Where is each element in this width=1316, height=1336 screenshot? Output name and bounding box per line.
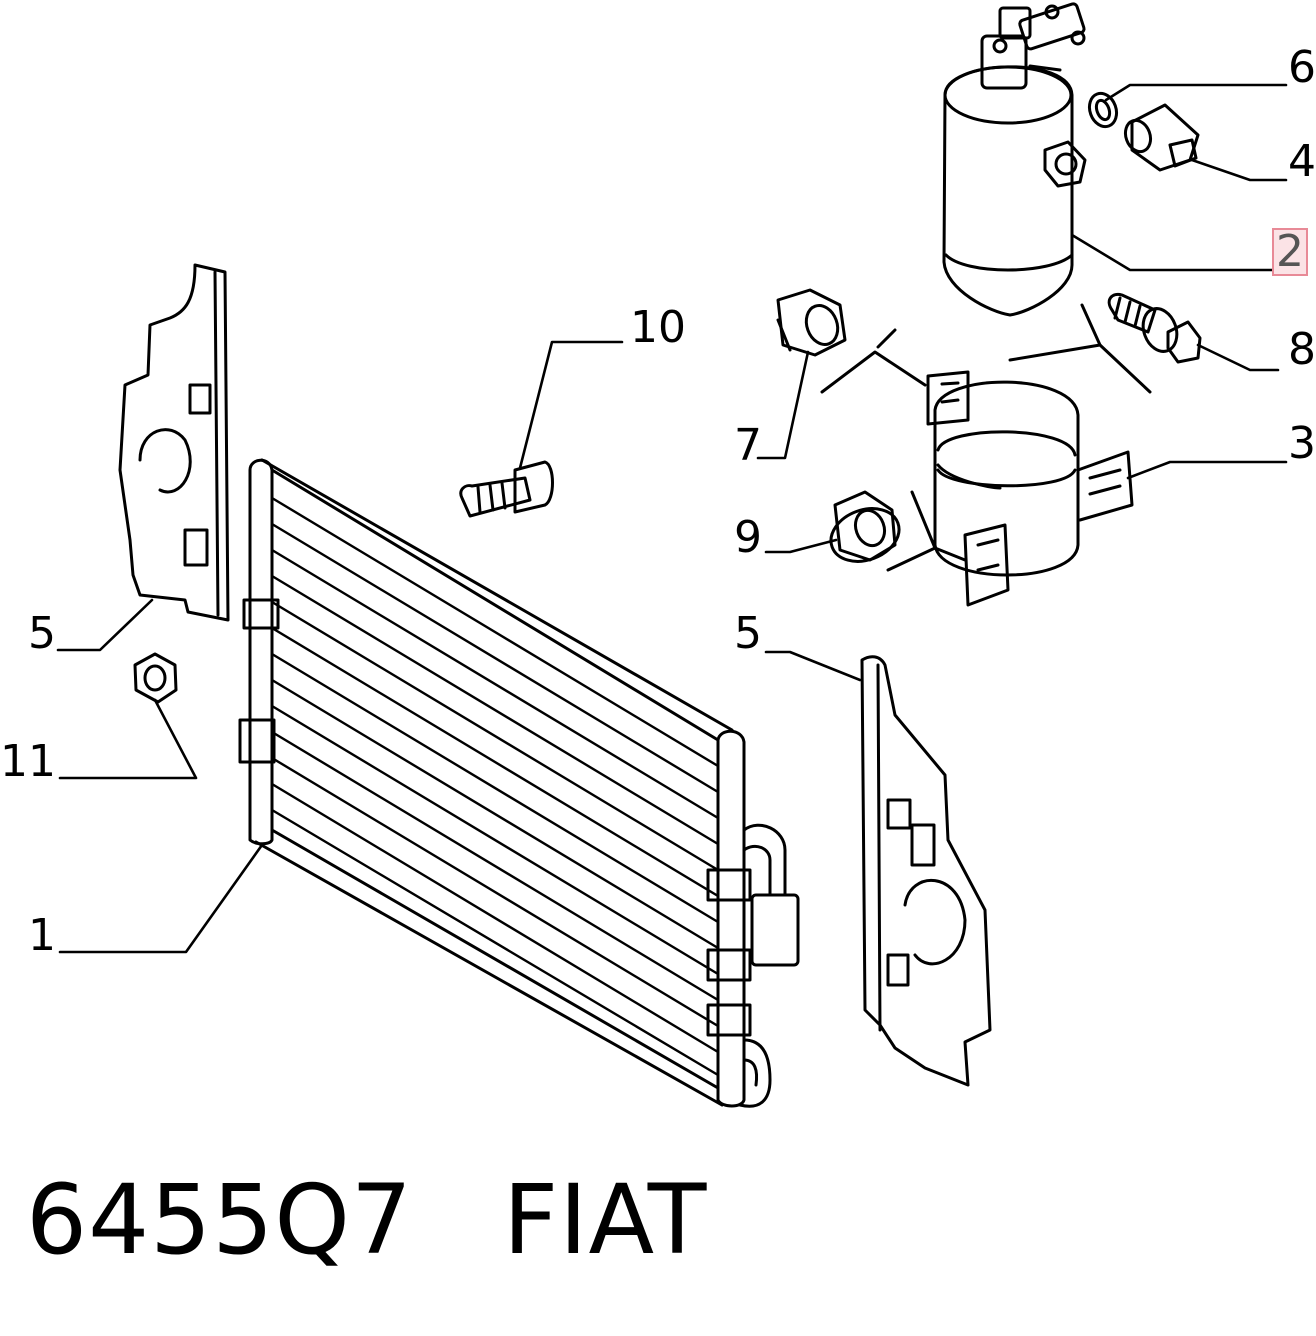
pressure-switch-4: [1123, 103, 1200, 172]
callout-5-left: 5: [28, 608, 56, 659]
nut-11: [133, 652, 178, 704]
callout-5-right: 5: [734, 608, 762, 659]
callout-9: 9: [734, 512, 762, 563]
condenser: [238, 458, 800, 1108]
bracket-left: [118, 263, 230, 622]
nut-7: [776, 288, 847, 357]
callout-1: 1: [28, 910, 56, 961]
callout-7: 7: [734, 420, 762, 471]
nut-9: [829, 490, 901, 563]
part-code: 6455Q7: [26, 1164, 413, 1276]
callout-4: 4: [1288, 136, 1316, 187]
bracket-right: [860, 655, 992, 1087]
callout-11: 11: [0, 736, 56, 787]
o-ring-6: [1087, 91, 1119, 129]
receiver-drier: [942, 2, 1087, 317]
bolt-8: [1107, 292, 1202, 364]
bolt-10: [459, 460, 554, 518]
callout-10: 10: [630, 302, 686, 353]
clamp-band: [820, 303, 1152, 607]
leader-lines: [56, 83, 1288, 954]
callout-8: 8: [1288, 324, 1316, 375]
brand-name: FIAT: [502, 1164, 708, 1276]
callout-2-highlighted[interactable]: 2: [1272, 228, 1308, 276]
callout-3: 3: [1288, 418, 1316, 469]
callout-6: 6: [1288, 42, 1316, 93]
